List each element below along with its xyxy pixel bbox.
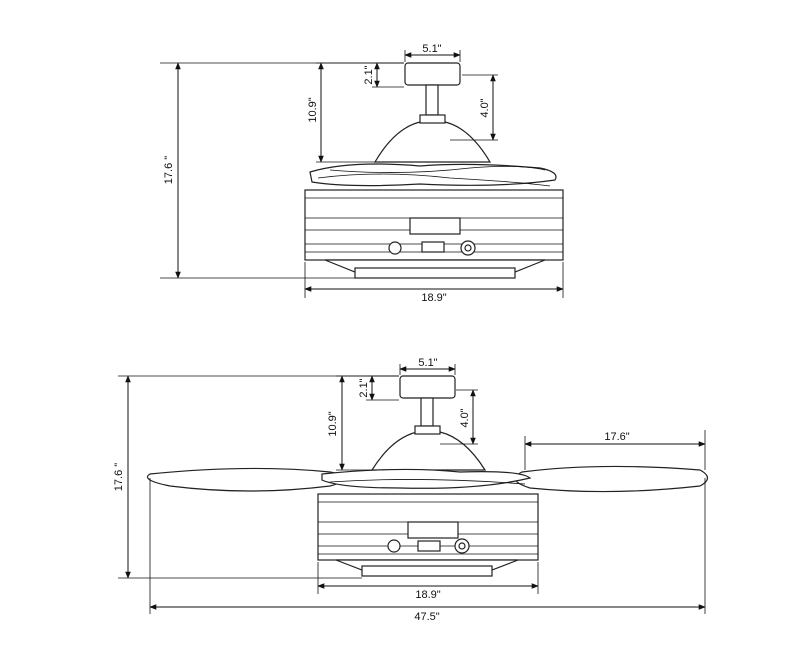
light-socket-icon <box>387 539 401 553</box>
top-dimensions: 5.1" 2.1" 4.0" 10.9" 17.6 " 18.9" <box>160 43 564 304</box>
canopy-height-label: 2.1" <box>363 65 375 84</box>
body-width-label: 18.9" <box>421 292 446 304</box>
ceiling-to-blades-label: 10.9" <box>327 411 339 436</box>
motor-housing <box>370 431 487 471</box>
motor-housing <box>373 121 492 163</box>
overall-height-label: 17.6 " <box>113 463 125 491</box>
bottom-dimensions: 5.1" 2.1" 4.0" 10.9" 17.6 " 17.6" 18.9" <box>113 357 706 623</box>
center-blades <box>321 468 532 489</box>
right-blade <box>514 465 709 493</box>
ceiling-to-blades-label: 10.9" <box>307 97 319 122</box>
downrod <box>425 84 439 116</box>
mount-width-label: 5.1" <box>418 357 437 369</box>
extended-fan-view <box>146 375 709 577</box>
mount-width-label: 5.1" <box>422 43 441 55</box>
downrod-height-label: 4.0" <box>479 98 491 117</box>
downrod-height-label: 4.0" <box>459 408 471 427</box>
overall-height-label: 17.6 " <box>163 156 175 184</box>
folded-fan-view <box>304 62 564 279</box>
blade-extension-label: 17.6" <box>604 431 629 443</box>
ceiling-mount <box>404 62 461 86</box>
body-width-label: 18.9" <box>415 589 440 601</box>
folded-blade <box>309 163 557 187</box>
left-blade <box>146 467 346 492</box>
ceiling-mount <box>399 375 456 399</box>
canopy-height-label: 2.1" <box>358 378 370 397</box>
overall-span-label: 47.5" <box>414 611 439 623</box>
light-socket-icon <box>388 241 402 255</box>
downrod <box>420 397 434 427</box>
